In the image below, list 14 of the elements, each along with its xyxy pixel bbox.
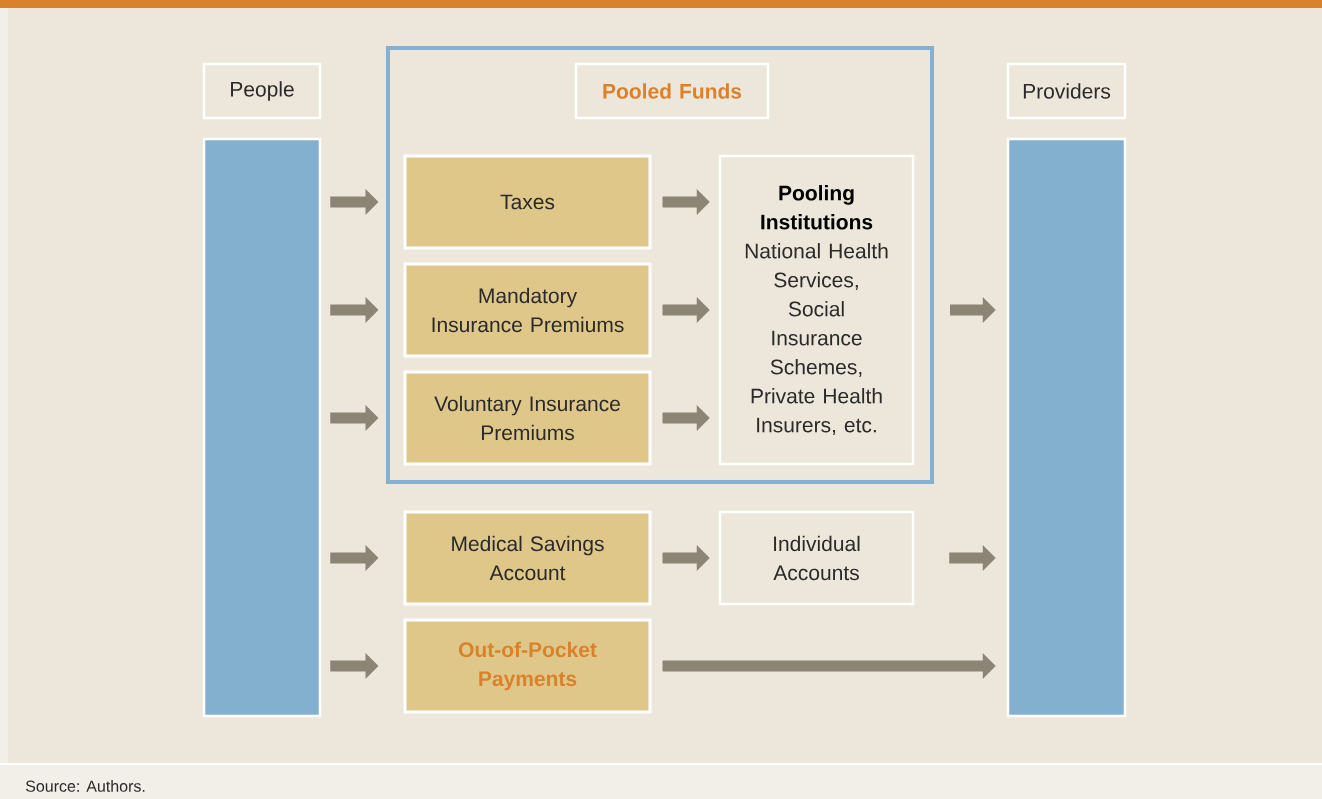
bar [202, 137, 322, 718]
group-frame [386, 46, 934, 484]
source-box: Out-of-Pocket Payments [403, 618, 652, 714]
account-box: Individual Accounts [718, 510, 915, 606]
bar [1006, 137, 1127, 718]
source-box: Taxes [403, 154, 652, 250]
heading-box: Providers [1006, 62, 1127, 120]
heading-box: People [202, 62, 322, 120]
caption: Source: Authors. [25, 780, 145, 792]
source-box: Voluntary Insurance Premiums [403, 370, 652, 466]
source-box: Mandatory Insurance Premiums [403, 262, 652, 358]
institution-box: Pooling Institutions National Health Services, Social Insurance Schemes, Private Health Insurers, etc. [718, 154, 915, 466]
source-box: Medical Savings Account [403, 510, 652, 606]
heading-box: Pooled Funds [574, 62, 770, 120]
